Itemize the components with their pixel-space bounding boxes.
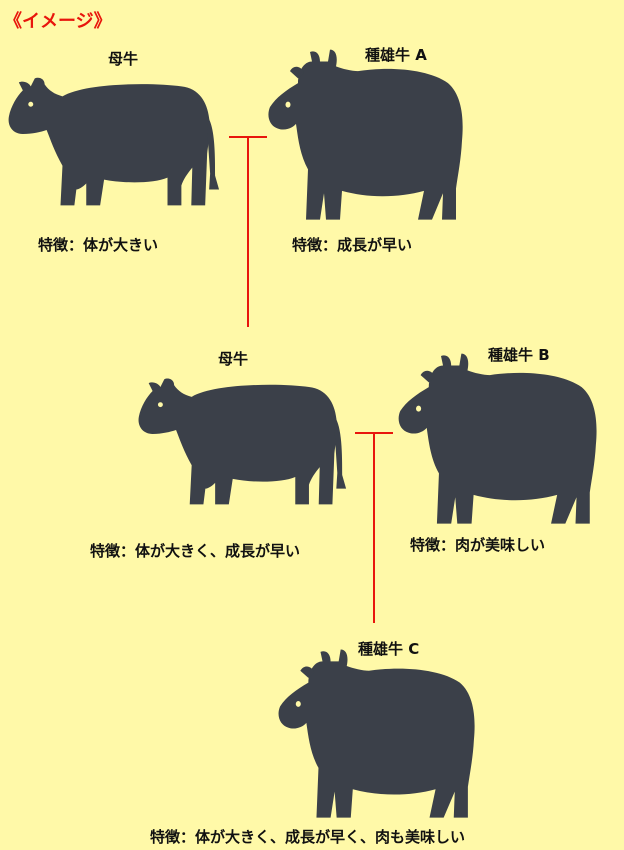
gen3-offspring-trait: 特徴：体が大きく、成長が早く、肉も美味しい: [150, 828, 466, 846]
gen1-mother-name: 母牛: [108, 50, 139, 68]
gen2-descent-line: [373, 433, 375, 623]
gen1-sire-trait: 特徴：成長が早い: [292, 236, 413, 254]
gen2-sire-trait: 特徴：肉が美味しい: [410, 536, 546, 554]
diagram-title: 《イメージ》: [4, 11, 112, 32]
gen2-mother-trait: 特徴：体が大きく、成長が早い: [90, 542, 301, 560]
gen1-mother-trait: 特徴：体が大きい: [38, 236, 159, 254]
gen3-offspring-name: 種雄牛 C: [358, 640, 420, 658]
gen3-offspring-bull-icon: [268, 640, 480, 820]
gen2-sire-bull-icon: [388, 344, 602, 526]
gen1-sire-bull-icon: [258, 40, 468, 222]
gen1-descent-line: [247, 137, 249, 327]
gen2-mother-cow-icon: [135, 356, 350, 508]
gen1-sire-name: 種雄牛 A: [365, 46, 427, 64]
gen1-mother-cow-icon: [5, 56, 223, 208]
gen2-mother-name: 母牛: [218, 350, 249, 368]
gen2-sire-name: 種雄牛 B: [488, 346, 550, 364]
